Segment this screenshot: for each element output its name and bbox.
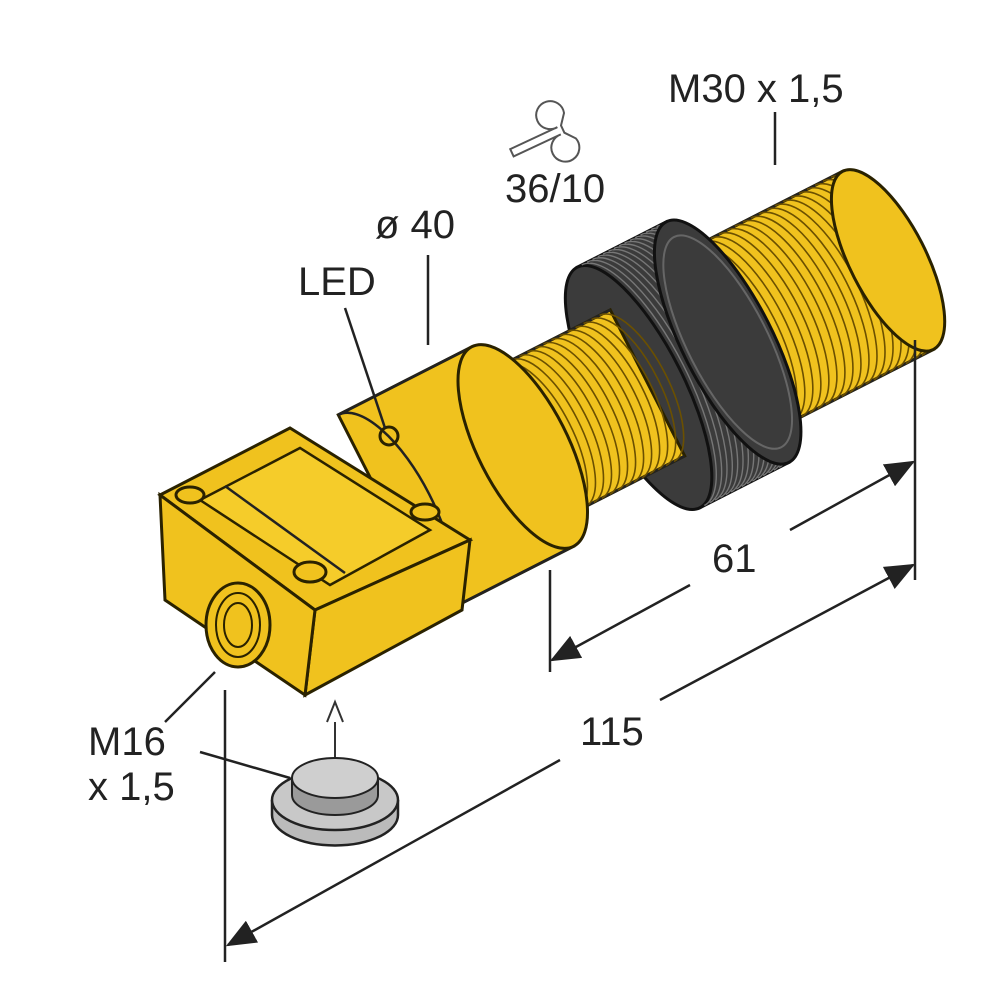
thread-line: [734, 223, 838, 406]
thread-line: [599, 313, 685, 463]
screw-icon: [409, 502, 441, 522]
thread-line: [718, 231, 822, 414]
arrow-up-icon: [326, 699, 344, 723]
thread-line: [758, 211, 862, 393]
protective-cap: [270, 699, 400, 847]
dimension-61-label: 61: [712, 537, 757, 581]
thread-line: [527, 349, 613, 499]
screw-icon: [292, 560, 328, 584]
sensor-body: [336, 168, 947, 617]
thread-line: [575, 325, 661, 475]
thread-line: [551, 337, 637, 487]
thread-line: [726, 227, 830, 410]
wrench-size-label: 36/10: [505, 167, 605, 211]
thread-line: [750, 215, 854, 397]
thread-line: [519, 353, 605, 504]
thread-line: [710, 236, 814, 418]
rear-thread-label-1: M16: [88, 720, 166, 764]
connector-housing: [157, 425, 474, 698]
thread-line: [543, 341, 629, 491]
thread-line: [567, 329, 653, 479]
front-thread-label: M30 x 1,5: [668, 67, 844, 111]
dimension-lines: [164, 112, 917, 962]
thread-line: [581, 262, 717, 507]
thread-line: [591, 317, 677, 467]
rear-thread-label-2: x 1,5: [88, 765, 175, 809]
thread-line: [559, 333, 645, 483]
screw-icon: [174, 485, 206, 505]
thread-line: [766, 207, 870, 389]
wrench-icon: [508, 100, 581, 163]
dimension-115-label: 115: [580, 710, 644, 754]
diameter-label: ø 40: [375, 203, 455, 247]
thread-line: [535, 345, 621, 495]
led-label: LED: [298, 260, 376, 304]
thread-line: [583, 321, 669, 471]
led-indicator: [378, 425, 400, 447]
thread-line: [742, 219, 846, 402]
thread-line: [702, 240, 806, 422]
thread-line: [511, 358, 597, 508]
